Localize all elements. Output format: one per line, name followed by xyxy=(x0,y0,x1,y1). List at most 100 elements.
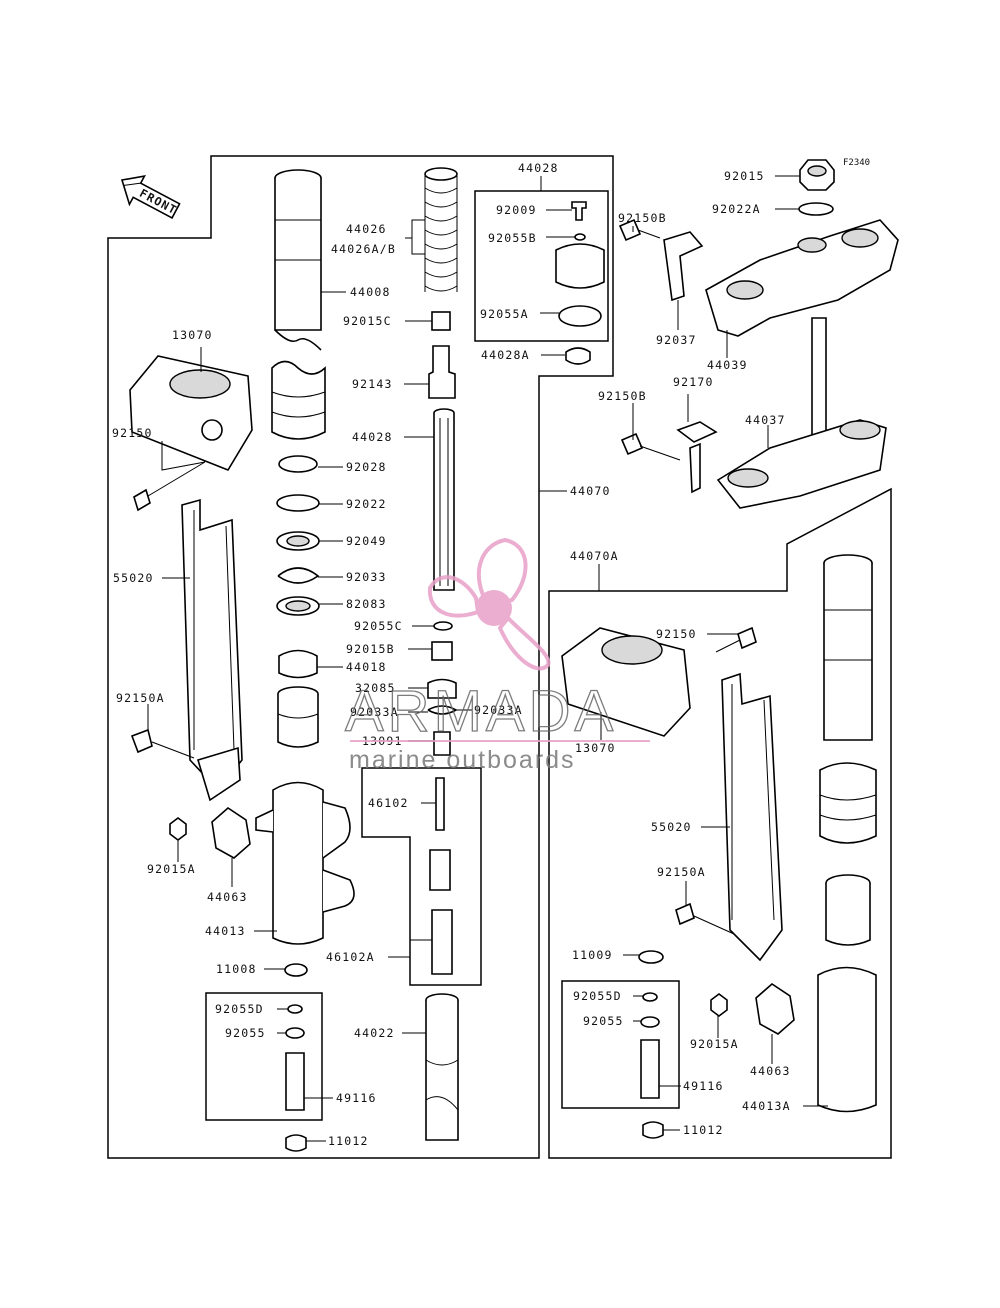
part-labels: 44028 92009 92055B 92055A 44028A 44026 4… xyxy=(112,161,791,1148)
nut-92015A-left xyxy=(169,817,187,841)
label-92143: 92143 xyxy=(352,377,393,391)
label-44028-kit: 44028 xyxy=(518,161,559,175)
label-44013A: 44013A xyxy=(742,1099,791,1113)
label-44028A: 44028A xyxy=(481,348,530,362)
upper-bracket-44039 xyxy=(705,219,899,337)
screw-92009 xyxy=(571,201,587,221)
seal-ring-stack xyxy=(276,455,320,679)
rod-assembly-box xyxy=(361,767,482,986)
nut-92015-top xyxy=(799,159,835,191)
top-clamp-13070-left xyxy=(129,355,253,471)
propeller-logo-icon xyxy=(427,537,551,671)
outer-leg-44013A xyxy=(817,966,877,1113)
label-46102: 46102 xyxy=(368,796,409,810)
label-92033A-left: 92033A xyxy=(350,705,399,719)
stem-bracket-44037 xyxy=(716,317,887,509)
oring-92055A xyxy=(558,305,602,327)
plug-11012-left xyxy=(285,1134,307,1152)
label-92015: 92015 xyxy=(724,169,765,183)
left-assembly-frame xyxy=(107,155,614,1159)
label-55020-left: 55020 xyxy=(113,571,154,585)
label-92150-left: 92150 xyxy=(112,426,153,440)
top-clamp-13070-right xyxy=(561,627,691,737)
leader-lines xyxy=(147,175,828,1142)
label-44026: 44026 xyxy=(346,222,387,236)
lower-tube-bushing xyxy=(277,686,319,748)
outer-tube-bushing xyxy=(271,360,326,440)
right-valve-kit-box xyxy=(561,980,680,1109)
label-44070A: 44070A xyxy=(570,549,619,563)
figure-code: F2340 xyxy=(843,158,870,168)
label-92028: 92028 xyxy=(346,460,387,474)
label-13070-right: 13070 xyxy=(575,741,616,755)
label-92022: 92022 xyxy=(346,497,387,511)
label-92049: 92049 xyxy=(346,534,387,548)
label-92055-right: 92055 xyxy=(583,1014,624,1028)
label-92022A: 92022A xyxy=(712,202,761,216)
bracket-92170 xyxy=(676,421,718,494)
valve-13091 xyxy=(433,731,451,756)
label-49116-right: 49116 xyxy=(683,1079,724,1093)
label-92055-left: 92055 xyxy=(225,1026,266,1040)
label-92009: 92009 xyxy=(496,203,537,217)
bolt-92150-right xyxy=(715,626,757,653)
washer-11008 xyxy=(284,963,308,977)
washer-92022A xyxy=(798,202,834,216)
label-11012-right: 11012 xyxy=(683,1123,724,1137)
label-44026AB: 44026A/B xyxy=(331,242,396,256)
label-46102A: 46102A xyxy=(326,950,375,964)
label-92037: 92037 xyxy=(656,333,697,347)
label-92150A-left: 92150A xyxy=(116,691,165,705)
label-44013: 44013 xyxy=(205,924,246,938)
bolt-92150B-upper xyxy=(618,218,661,242)
label-92055B: 92055B xyxy=(488,231,537,245)
clamp-44063-right xyxy=(755,982,795,1035)
armada-watermark: ARMADA marine outboards xyxy=(344,537,650,774)
front-arrow-label: FRONT xyxy=(137,186,179,217)
label-13070-left: 13070 xyxy=(172,328,213,342)
piston-32085 xyxy=(427,678,457,699)
label-11012-left: 11012 xyxy=(328,1134,369,1148)
watermark-tagline: marine outboards xyxy=(349,746,576,774)
right-valve-assembly xyxy=(640,992,660,1099)
left-valve-kit-box xyxy=(205,992,323,1121)
plug-11012-right xyxy=(642,1121,664,1139)
rod-46102 xyxy=(429,777,453,975)
outer-fork-leg xyxy=(255,781,355,945)
rod-cap-92143 xyxy=(428,345,456,399)
bolt-92150A-left xyxy=(130,728,195,759)
label-92150-right: 92150 xyxy=(656,627,697,641)
label-92015B: 92015B xyxy=(346,642,395,656)
label-82083: 82083 xyxy=(346,597,387,611)
nut-92015A-right xyxy=(710,993,728,1017)
label-55020-right: 55020 xyxy=(651,820,692,834)
label-92055D-left: 92055D xyxy=(215,1002,264,1016)
nut-92015C xyxy=(431,311,451,331)
label-92055C: 92055C xyxy=(354,619,403,633)
label-92170: 92170 xyxy=(673,375,714,389)
label-92055D-right: 92055D xyxy=(573,989,622,1003)
label-32085: 32085 xyxy=(355,681,396,695)
clamp-44063-left xyxy=(211,806,251,859)
inner-tube-right xyxy=(823,554,873,741)
outer-bushing-right xyxy=(819,762,877,844)
label-92015A-left: 92015A xyxy=(147,862,196,876)
washer-44028A xyxy=(565,347,591,365)
label-44063-left: 44063 xyxy=(207,890,248,904)
label-11009: 11009 xyxy=(572,948,613,962)
label-44028-rod: 44028 xyxy=(352,430,393,444)
bolt-92150-left xyxy=(133,461,206,512)
label-44063-right: 44063 xyxy=(750,1064,791,1078)
label-92033A-right: 92033A xyxy=(474,703,523,717)
label-11008: 11008 xyxy=(216,962,257,976)
tube-44022 xyxy=(425,993,459,1141)
plunger-cap xyxy=(555,243,605,289)
label-92015A-right: 92015A xyxy=(690,1037,739,1051)
bolt-92150A-right xyxy=(675,902,735,935)
oring-92055C xyxy=(433,621,453,631)
label-44039: 44039 xyxy=(707,358,748,372)
label-44022: 44022 xyxy=(354,1026,395,1040)
inner-fork-tube xyxy=(274,169,322,351)
left-valve-assembly xyxy=(285,1004,305,1111)
